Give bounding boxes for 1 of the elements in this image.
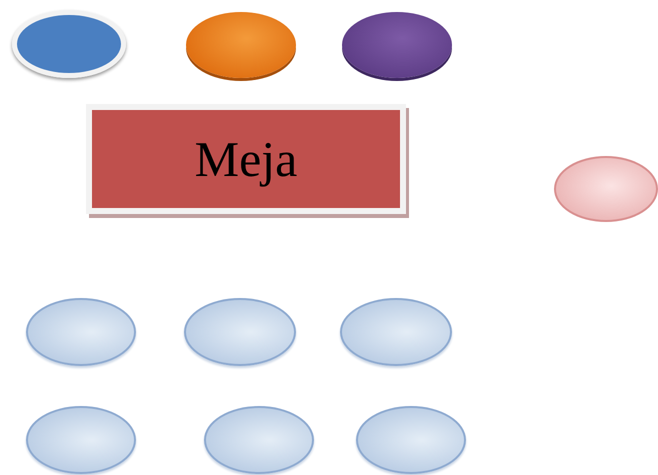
table-label: Meja <box>194 130 298 188</box>
